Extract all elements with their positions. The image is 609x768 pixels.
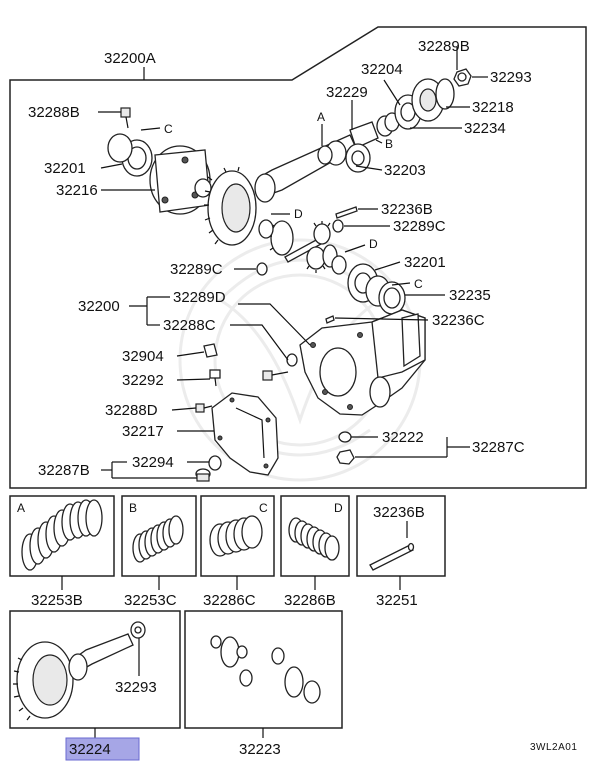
diagram-code: 3WL2A01	[530, 742, 577, 753]
label-c-left: C	[164, 122, 173, 136]
shim-set-c	[209, 515, 263, 557]
label-32289D[interactable]: 32289D	[173, 289, 226, 306]
kit-part-32251[interactable]: 32251	[376, 592, 418, 609]
lock-pin-32236B-kit	[369, 542, 415, 571]
label-32292[interactable]: 32292	[122, 372, 164, 389]
kit-part-32253C[interactable]: 32253C	[124, 592, 177, 609]
label-32236C[interactable]: 32236C	[432, 312, 485, 329]
main-assembly-frame	[9, 26, 587, 489]
kit-box-b-letter: B	[129, 501, 137, 515]
part-number-32223[interactable]: 32223	[239, 741, 281, 758]
highlight-32224	[65, 737, 140, 761]
thrust-washer-32289C-right[interactable]	[332, 219, 344, 233]
bolt-32288B[interactable]	[120, 107, 131, 129]
label-32904[interactable]: 32904	[122, 348, 164, 365]
label-32289B[interactable]: 32289B	[418, 38, 470, 55]
plug-32287C[interactable]	[336, 449, 355, 465]
bolt-32294[interactable]	[208, 455, 222, 471]
kit-box-a-letter: A	[17, 501, 25, 515]
plug-32904[interactable]	[203, 343, 218, 358]
label-32201-right[interactable]: 32201	[404, 254, 446, 271]
label-d-right: D	[369, 237, 378, 251]
shim-set-a	[21, 499, 103, 571]
shim-set-b	[132, 515, 184, 563]
label-32203[interactable]: 32203	[384, 162, 426, 179]
main-frame-labels: 32288B C 32201 32216 32289B 32204 32229 …	[28, 38, 532, 479]
bearing-cup-32235[interactable]	[378, 281, 406, 315]
pinion-mate-gear-bottom[interactable]	[306, 246, 326, 273]
label-32235[interactable]: 32235	[449, 287, 491, 304]
label-32287B[interactable]: 32287B	[38, 462, 90, 479]
thrust-washer-d-left[interactable]	[258, 219, 274, 239]
label-b: B	[385, 137, 393, 151]
pin-32236C[interactable]	[325, 315, 335, 324]
ring-gear[interactable]	[204, 166, 257, 246]
box-differential-gear-set[interactable]	[184, 610, 343, 729]
diff-gear-set-drawing	[210, 635, 321, 704]
side-gear-left[interactable]	[268, 220, 294, 256]
kit-part-32286C[interactable]: 32286C	[203, 592, 256, 609]
kit-part-32253B[interactable]: 32253B	[31, 592, 83, 609]
assembly-label[interactable]: 32200A	[104, 50, 156, 67]
label-32229[interactable]: 32229	[326, 84, 368, 101]
label-32234[interactable]: 32234	[464, 120, 506, 137]
label-c-right: C	[414, 277, 423, 291]
label-d-left: D	[294, 207, 303, 221]
label-32236B[interactable]: 32236B	[381, 201, 433, 218]
label-32288D[interactable]: 32288D	[105, 402, 158, 419]
label-32293-top[interactable]: 32293	[490, 69, 532, 86]
kit-box-d[interactable]: D	[280, 495, 350, 577]
leader-lines	[98, 47, 488, 479]
pinion-nut[interactable]	[453, 68, 472, 87]
shim-a[interactable]	[317, 145, 333, 165]
kit-box-a[interactable]: A	[9, 495, 115, 577]
label-32222[interactable]: 32222	[382, 429, 424, 446]
label-32293-bottom[interactable]: 32293	[115, 679, 157, 696]
label-32288B[interactable]: 32288B	[28, 104, 80, 121]
label-32218[interactable]: 32218	[472, 99, 514, 116]
label-32289C-left[interactable]: 32289C	[170, 261, 223, 278]
kit-box-pin-label: 32236B	[373, 504, 425, 521]
plug-32292[interactable]	[209, 369, 221, 387]
label-32201-left[interactable]: 32201	[44, 160, 86, 177]
plug-32287B[interactable]	[195, 468, 211, 482]
thrust-washer-d-right[interactable]	[331, 255, 347, 275]
part-number-32224[interactable]: 32224	[69, 741, 111, 758]
pinion-mate-gear-top[interactable]	[313, 221, 331, 245]
label-32216[interactable]: 32216	[56, 182, 98, 199]
kit-box-pin[interactable]: 32236B	[356, 495, 446, 577]
lock-pin-32236B[interactable]	[335, 206, 358, 219]
label-a: A	[317, 110, 325, 124]
differential-case[interactable]	[149, 145, 212, 215]
kit-box-b[interactable]: B	[121, 495, 197, 577]
label-32288C[interactable]: 32288C	[163, 317, 216, 334]
washer-32222[interactable]	[338, 431, 352, 443]
label-32204[interactable]: 32204	[361, 61, 403, 78]
companion-flange[interactable]	[411, 78, 455, 122]
washer-32289D[interactable]	[286, 353, 298, 367]
label-32294[interactable]: 32294	[132, 454, 174, 471]
thrust-washer-32289C-left[interactable]	[256, 262, 268, 276]
shim-set-d	[288, 517, 340, 561]
bolt-32288C[interactable]	[262, 370, 289, 381]
ring-gear-set-drawing	[13, 621, 146, 721]
kit-box-c-letter: C	[259, 501, 268, 515]
carrier-housing[interactable]	[299, 309, 426, 416]
label-32217[interactable]: 32217	[122, 423, 164, 440]
bolt-32288D[interactable]	[195, 403, 213, 413]
label-32289C-right[interactable]: 32289C	[393, 218, 446, 235]
label-32287C[interactable]: 32287C	[472, 439, 525, 456]
kit-box-d-letter: D	[334, 501, 343, 515]
rear-cover[interactable]	[211, 392, 279, 476]
kit-box-c[interactable]: C	[200, 495, 275, 577]
label-32200[interactable]: 32200	[78, 298, 120, 315]
kit-part-32286B[interactable]: 32286B	[284, 592, 336, 609]
box-ring-gear-set[interactable]: 32293	[9, 610, 181, 729]
shim-c-left[interactable]	[107, 133, 133, 163]
